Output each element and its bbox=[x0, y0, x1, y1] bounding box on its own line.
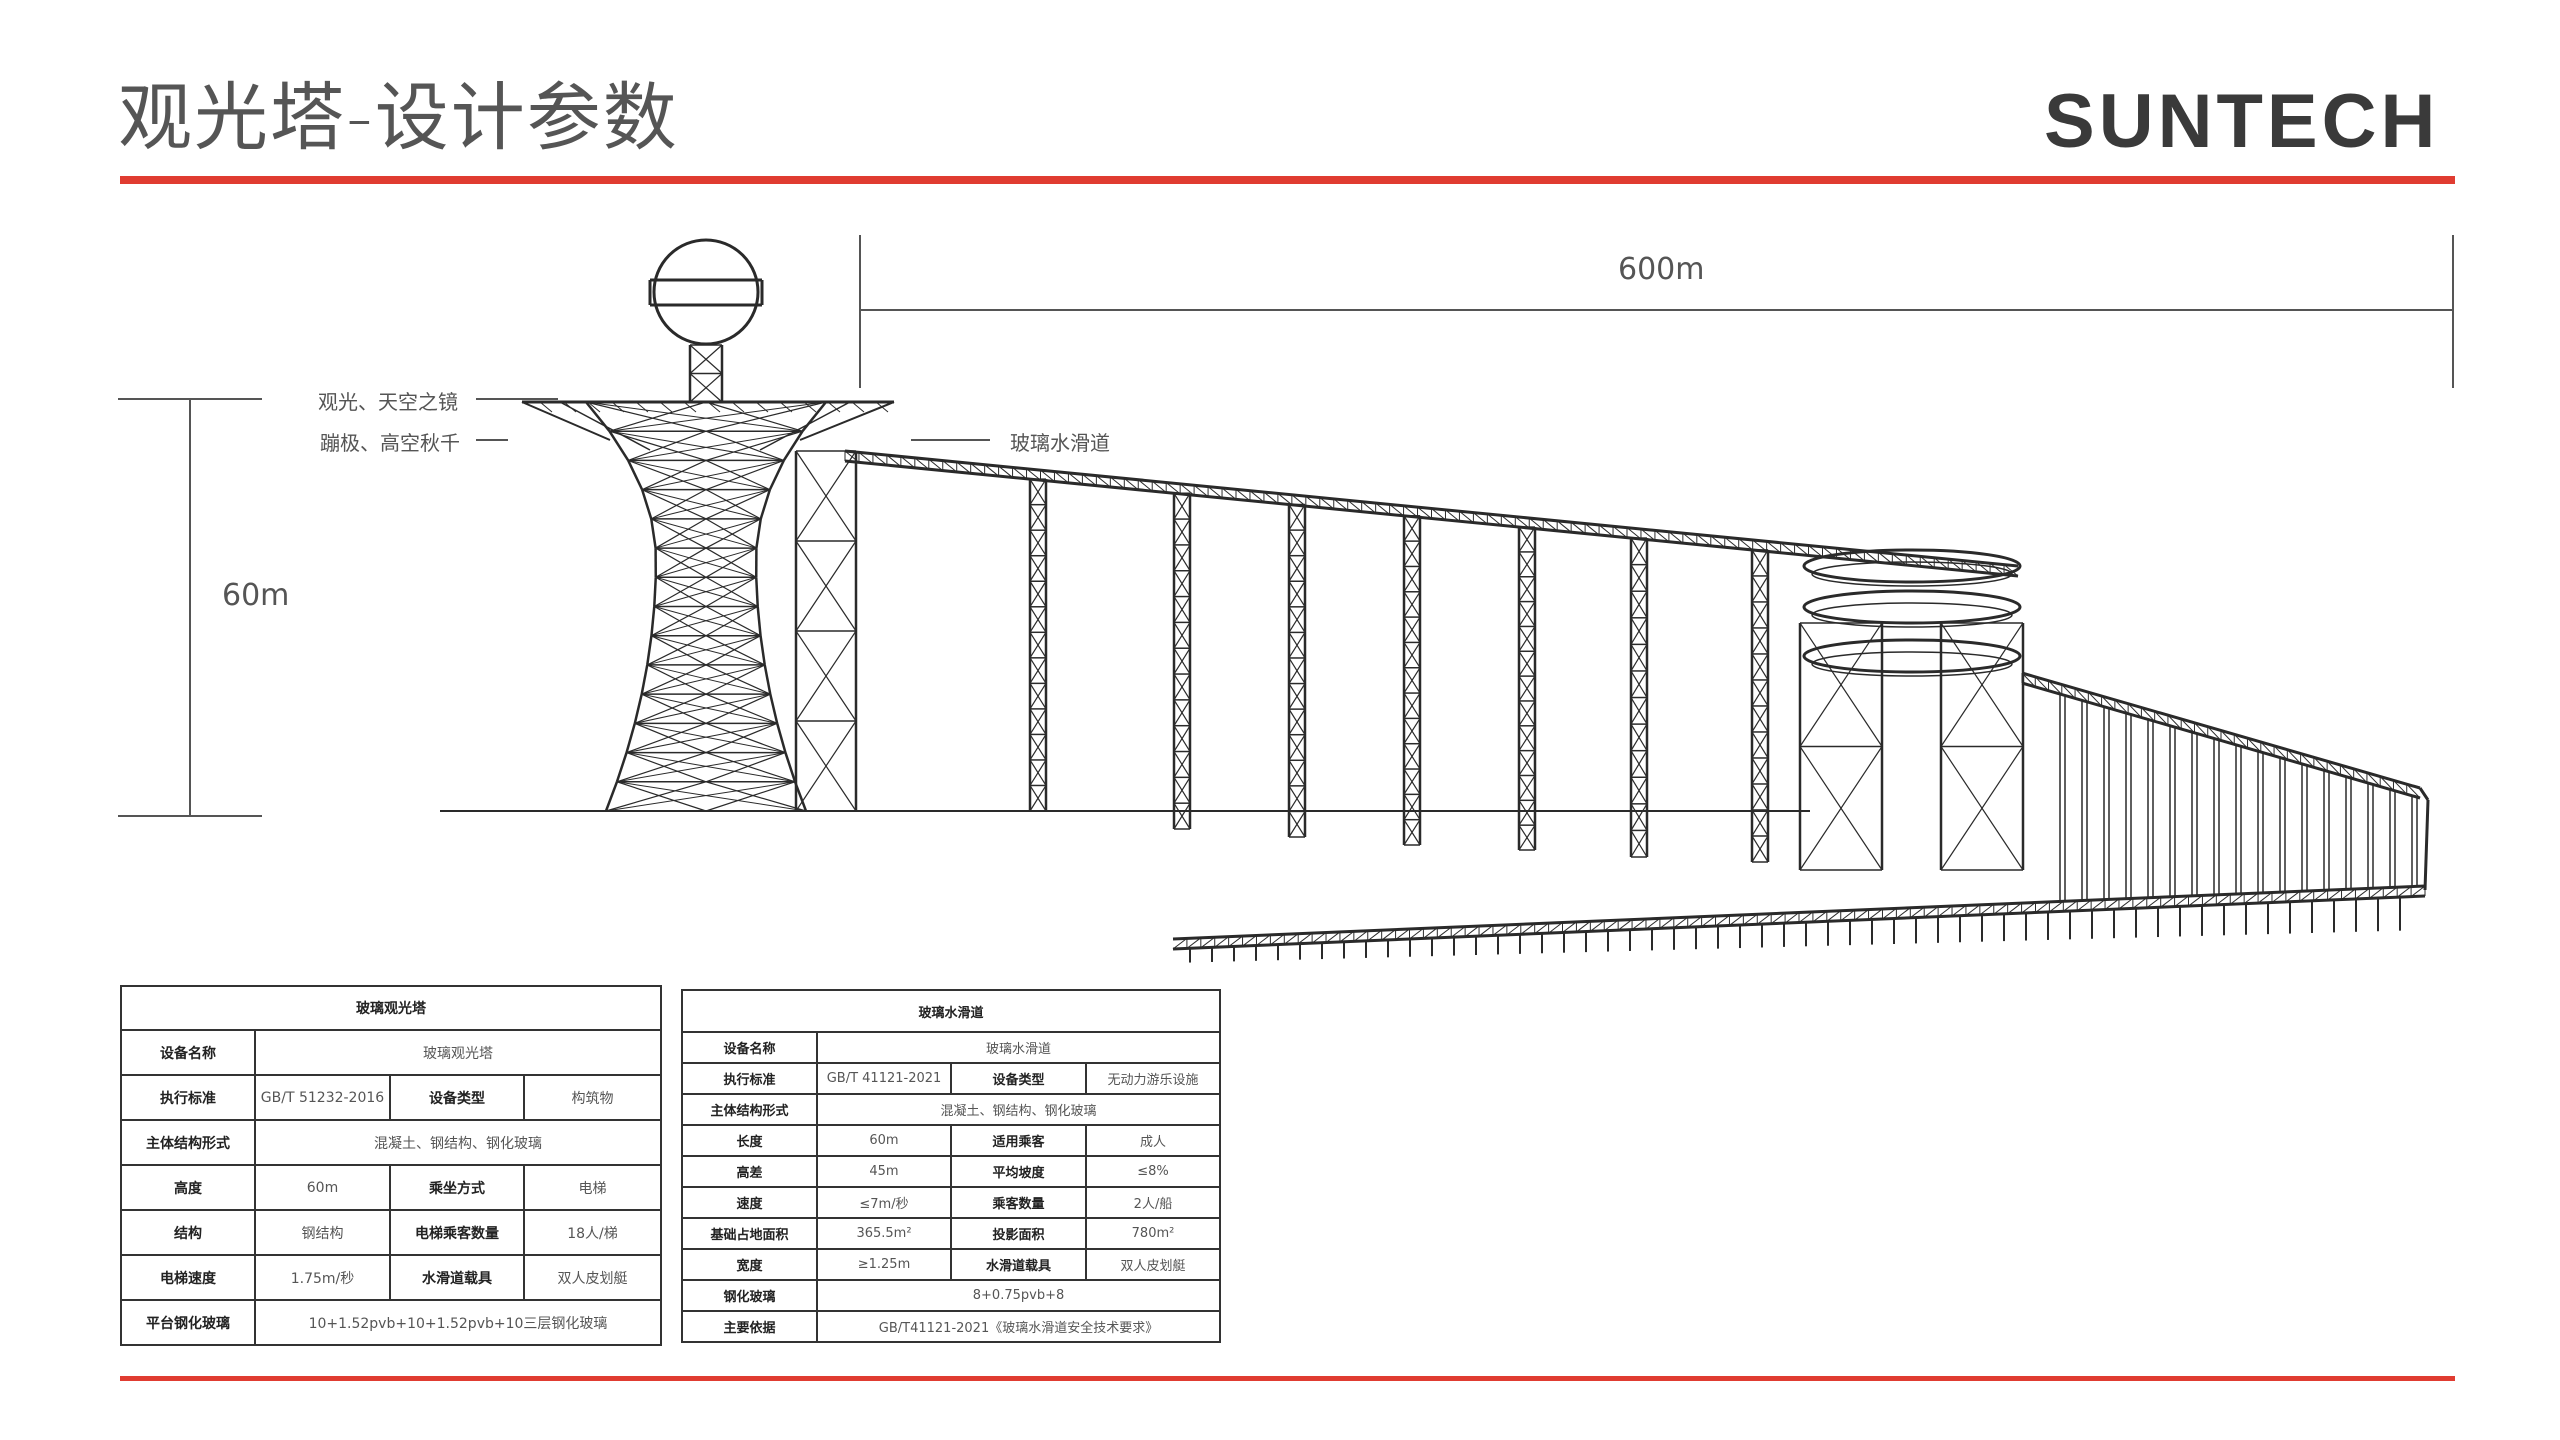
row-label: 主要依据 bbox=[681, 1310, 818, 1343]
slide-start-column bbox=[794, 450, 858, 812]
row-label: 主体结构形式 bbox=[681, 1093, 818, 1126]
row-label: 执行标准 bbox=[120, 1074, 256, 1121]
row-label: 设备类型 bbox=[389, 1074, 525, 1121]
suntech-logo: SUNTECH bbox=[2044, 79, 2440, 164]
glass-slide-track bbox=[844, 449, 2019, 578]
width-dimension bbox=[859, 235, 2454, 388]
row-value: ≥1.25m bbox=[816, 1248, 952, 1281]
row-value: ≤8% bbox=[1084, 1155, 1222, 1188]
label-leaders bbox=[476, 398, 990, 441]
table-row: 设备名称玻璃水滑道 bbox=[681, 1031, 1222, 1064]
table-row: 设备名称玻璃观光塔 bbox=[120, 1029, 662, 1076]
row-label: 执行标准 bbox=[681, 1062, 818, 1095]
row-value: 2人/船 bbox=[1084, 1186, 1222, 1219]
table-row: 主体结构形式混凝土、钢结构、钢化玻璃 bbox=[681, 1093, 1222, 1126]
row-label: 乘坐方式 bbox=[389, 1164, 525, 1211]
slide-descent bbox=[1172, 671, 2430, 963]
row-value: 60m bbox=[254, 1164, 391, 1211]
row-label: 水滑道载具 bbox=[389, 1254, 525, 1301]
label-top-deck: 观光、天空之镜 bbox=[318, 390, 458, 414]
row-value: 电梯 bbox=[523, 1164, 662, 1211]
row-value: 45m bbox=[816, 1155, 952, 1188]
row-value: GB/T41121-2021《玻璃水滑道安全技术要求》 bbox=[815, 1310, 1222, 1343]
row-label: 电梯速度 bbox=[120, 1254, 256, 1301]
row-value: 双人皮划艇 bbox=[1084, 1248, 1222, 1281]
table-row: 主体结构形式混凝土、钢结构、钢化玻璃 bbox=[120, 1119, 662, 1166]
row-value: 成人 bbox=[1084, 1124, 1222, 1157]
page-title: 观光塔-设计参数 bbox=[118, 75, 679, 161]
slide-support-columns bbox=[1028, 478, 1770, 863]
row-label: 乘客数量 bbox=[950, 1186, 1087, 1219]
row-label: 电梯乘客数量 bbox=[389, 1209, 525, 1256]
top-divider bbox=[120, 176, 2455, 184]
observation-tower bbox=[521, 400, 895, 812]
row-value: 无动力游乐设施 bbox=[1084, 1062, 1222, 1095]
row-label: 水滑道载具 bbox=[950, 1248, 1087, 1281]
bottom-divider bbox=[120, 1376, 2455, 1381]
row-value: 混凝土、钢结构、钢化玻璃 bbox=[254, 1119, 662, 1166]
row-value: 365.5m² bbox=[816, 1217, 952, 1250]
row-label: 钢化玻璃 bbox=[681, 1279, 818, 1312]
row-value: 双人皮划艇 bbox=[523, 1254, 662, 1301]
row-label: 设备名称 bbox=[681, 1031, 818, 1064]
row-value: 混凝土、钢结构、钢化玻璃 bbox=[815, 1093, 1222, 1126]
label-slide: 玻璃水滑道 bbox=[1010, 431, 1110, 455]
table-title: 玻璃水滑道 bbox=[680, 989, 1222, 1033]
row-label: 主体结构形式 bbox=[120, 1119, 256, 1166]
slide-spiral bbox=[1798, 548, 2025, 871]
row-value: 构筑物 bbox=[523, 1074, 662, 1121]
tower-slide-elevation-drawing bbox=[118, 235, 2454, 963]
row-value: 钢结构 bbox=[254, 1209, 391, 1256]
row-label: 高差 bbox=[681, 1155, 818, 1188]
height-dimension-label: 60m bbox=[222, 578, 290, 613]
row-value: 60m bbox=[816, 1124, 952, 1157]
row-value: 1.75m/秒 bbox=[254, 1254, 391, 1301]
sphere-top bbox=[648, 238, 764, 403]
row-label: 长度 bbox=[681, 1124, 818, 1157]
row-value: 玻璃观光塔 bbox=[254, 1029, 662, 1076]
row-label: 设备名称 bbox=[120, 1029, 256, 1076]
row-label: 设备类型 bbox=[950, 1062, 1087, 1095]
row-value: 玻璃水滑道 bbox=[815, 1031, 1222, 1064]
row-label: 高度 bbox=[120, 1164, 256, 1211]
row-label: 平台钢化玻璃 bbox=[120, 1299, 256, 1346]
row-value: 780m² bbox=[1084, 1217, 1222, 1250]
label-mid-deck: 蹦极、高空秋千 bbox=[320, 431, 460, 455]
row-value: 8+0.75pvb+8 bbox=[815, 1279, 1222, 1312]
table-title: 玻璃观光塔 bbox=[120, 985, 662, 1031]
row-label: 宽度 bbox=[681, 1248, 818, 1281]
row-value: ≤7m/秒 bbox=[816, 1186, 952, 1219]
row-value: GB/T 41121-2021 bbox=[816, 1062, 952, 1095]
row-label: 基础占地面积 bbox=[681, 1217, 818, 1250]
row-value: 10+1.52pvb+10+1.52pvb+10三层钢化玻璃 bbox=[254, 1299, 662, 1346]
row-label: 平均坡度 bbox=[950, 1155, 1087, 1188]
row-label: 投影面积 bbox=[950, 1217, 1087, 1250]
height-dimension bbox=[118, 398, 262, 817]
width-dimension-label: 600m bbox=[1618, 252, 1705, 287]
row-label: 适用乘客 bbox=[950, 1124, 1087, 1157]
row-value: GB/T 51232-2016 bbox=[254, 1074, 391, 1121]
row-label: 速度 bbox=[681, 1186, 818, 1219]
row-value: 18人/梯 bbox=[523, 1209, 662, 1256]
row-label: 结构 bbox=[120, 1209, 256, 1256]
